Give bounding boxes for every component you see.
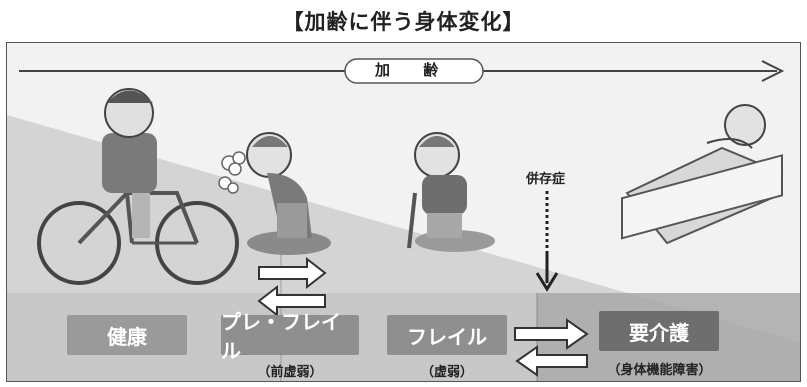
aging-arrow xyxy=(19,58,785,84)
stage-healthy: 健康 xyxy=(67,315,187,355)
diagram-title: 【加齢に伴う身体変化】 xyxy=(282,10,525,34)
stage-prefrail: プレ・フレイル xyxy=(221,310,359,363)
cane-elder-figure-icon xyxy=(407,132,495,252)
stage-care: 要介護 xyxy=(599,311,719,351)
comorbidity-label: 併存症 xyxy=(526,172,566,187)
stage-healthy-label: 健康 xyxy=(107,324,147,349)
transition-arrows-2 xyxy=(514,318,589,377)
breathless-elder-figure-icon xyxy=(218,132,331,255)
stage-care-label: 要介護 xyxy=(629,320,689,345)
stage-prefrail-sub: （前虚弱） xyxy=(257,365,323,380)
comorbidity-arrow xyxy=(535,191,559,292)
cyclist-figure-icon xyxy=(37,88,239,285)
upper-area xyxy=(7,43,800,343)
stage-frail: フレイル xyxy=(387,315,507,355)
stage-care-sub: （身体機能障害） xyxy=(607,363,712,378)
diagram-frame: 加 齢 併存症 健康 プレ・フレイル （前虚弱） フレイル （虚弱） 要介護 （… xyxy=(6,42,801,382)
stage-prefrail-label: プレ・フレイル xyxy=(221,310,341,363)
stage-frail-label: フレイル xyxy=(407,324,487,349)
bedridden-figure-icon xyxy=(621,104,784,245)
aging-label: 加 齢 xyxy=(375,61,453,79)
stage-frail-sub: （虚弱） xyxy=(420,365,473,380)
transition-arrows-1 xyxy=(257,256,327,318)
